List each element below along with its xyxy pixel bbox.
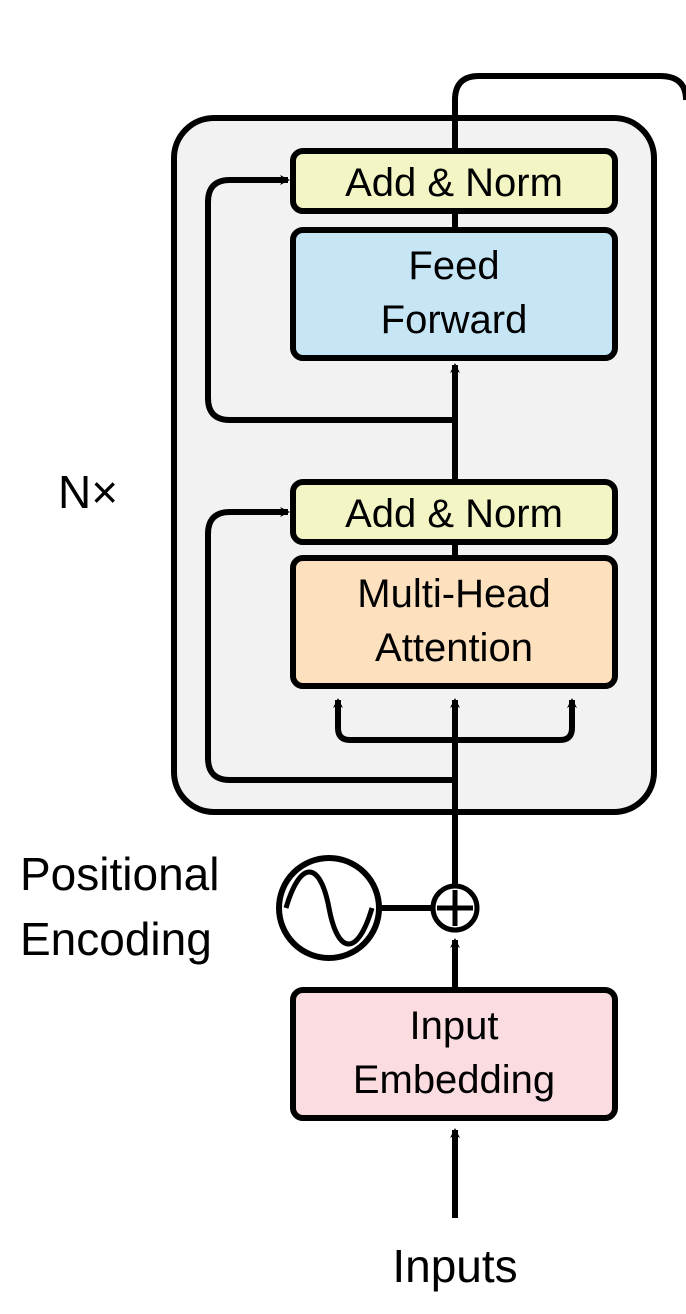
feed-forward-rect — [290, 227, 618, 361]
add-norm-top-block: Add & Norm — [290, 148, 618, 214]
positional-encoding-label-line1: Positional — [20, 848, 219, 900]
residual-lower — [205, 507, 455, 783]
inputs-label: Inputs — [392, 1240, 517, 1292]
add-norm-bottom-rect — [290, 479, 618, 545]
positional-encoding-label-line2: Encoding — [20, 913, 212, 965]
feed-forward-label-line1: Feed — [408, 244, 499, 288]
attention-branch — [333, 698, 455, 743]
feed-forward-block: Feed Forward — [290, 227, 618, 361]
multi-head-attention-rect — [290, 555, 618, 689]
encoder-layer-container — [171, 115, 657, 815]
add-norm-bottom-label: Add & Norm — [345, 492, 563, 536]
output-line — [452, 73, 686, 150]
multi-head-attention-label-line1: Multi-Head — [357, 572, 550, 616]
input-embedding-label-line2: Embedding — [353, 1058, 555, 1102]
multi-head-attention-label-line2: Attention — [375, 626, 533, 670]
multi-head-attention-block: Multi-Head Attention — [290, 555, 618, 689]
input-embedding-block: Input Embedding — [290, 987, 618, 1121]
feed-forward-label-line2: Forward — [381, 298, 528, 342]
add-norm-bottom-block: Add & Norm — [290, 479, 618, 545]
add-norm-top-rect — [290, 148, 618, 214]
repeat-label: N× — [58, 466, 118, 518]
input-embedding-rect — [290, 987, 618, 1121]
positional-encoding-icon — [276, 855, 382, 961]
input-embedding-label-line1: Input — [410, 1004, 499, 1048]
add-norm-top-label: Add & Norm — [345, 161, 563, 205]
sum-node-icon — [430, 883, 480, 933]
residual-upper — [205, 175, 455, 423]
attention-branch-right — [455, 698, 577, 743]
